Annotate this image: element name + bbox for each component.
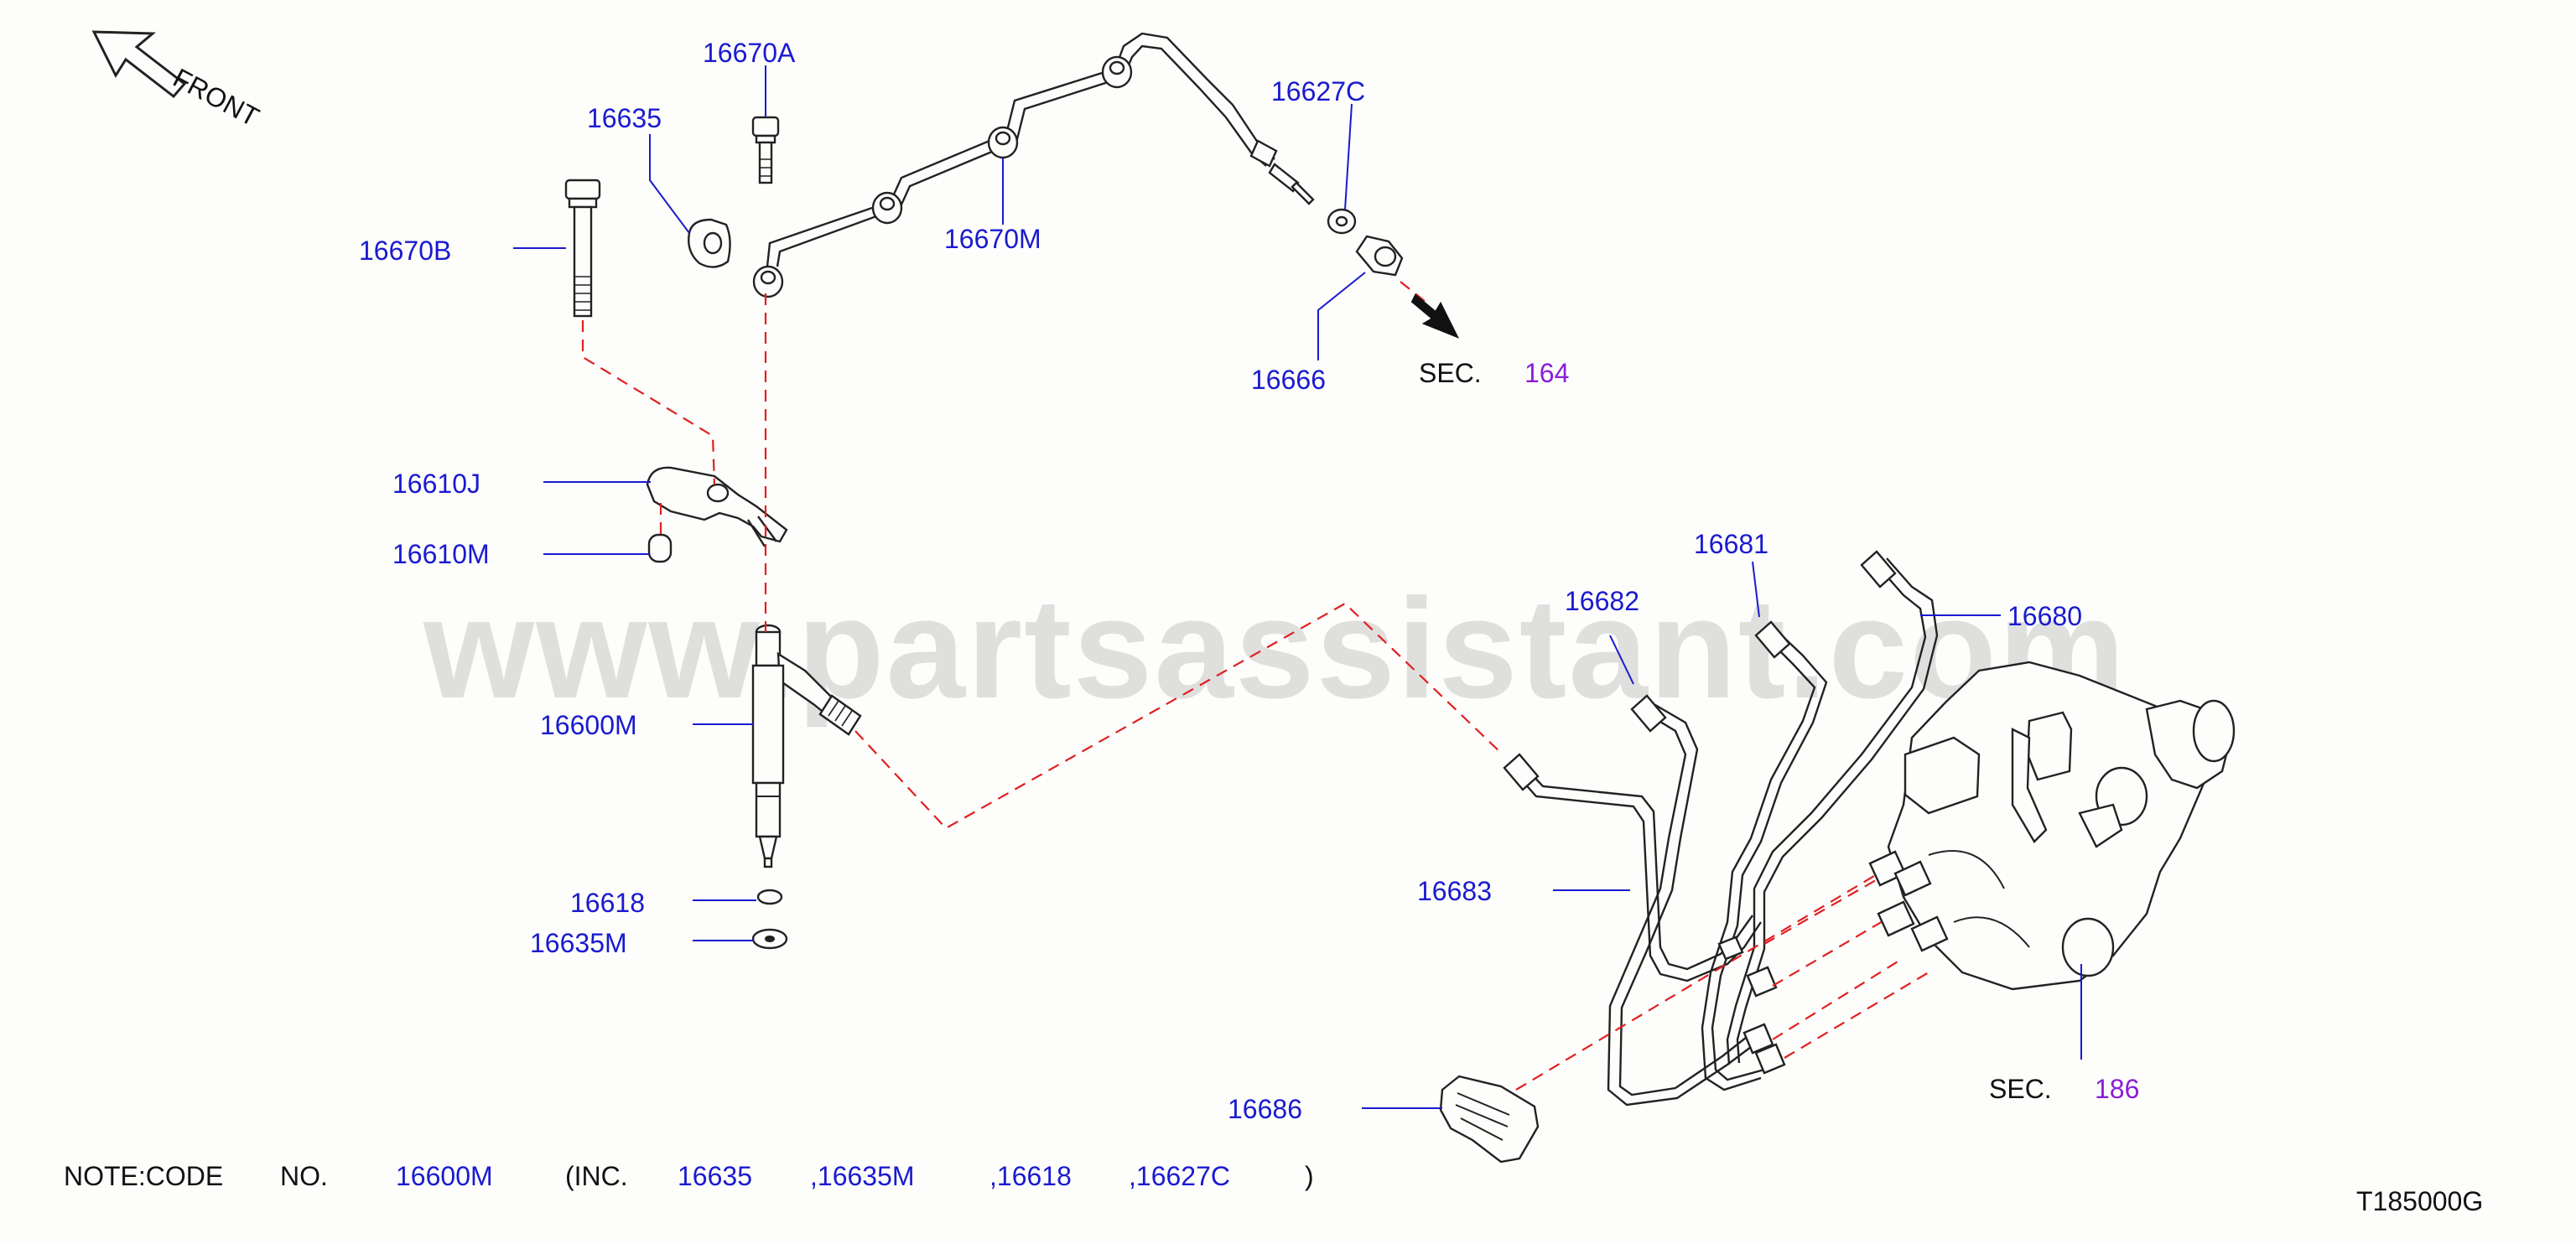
- part-16680-label[interactable]: 16680: [2007, 601, 2082, 631]
- diagram-id: T185000G: [2356, 1186, 2483, 1216]
- part-16681-label[interactable]: 16681: [1694, 529, 1768, 559]
- part-16682-label[interactable]: 16682: [1565, 586, 1639, 616]
- note-item-1[interactable]: 16635: [678, 1161, 752, 1191]
- dashed-line-pump-1: [1763, 876, 1883, 945]
- dashed-line-pump-3: [1772, 958, 1903, 1040]
- dashed-line-sec164: [1400, 281, 1426, 303]
- leader-16635: [649, 134, 690, 234]
- part-16618-label[interactable]: 16618: [570, 888, 645, 918]
- part-16635-label[interactable]: 16635: [587, 103, 662, 133]
- note-item-3[interactable]: ,16618: [989, 1161, 1072, 1191]
- dashed-line-bolt-clamp: [581, 320, 716, 485]
- seal-ring-16618[interactable]: [756, 889, 783, 905]
- sec164-number[interactable]: 164: [1524, 358, 1569, 388]
- front-label: FRONT: [169, 62, 264, 132]
- note-item-4[interactable]: ,16627C: [1129, 1161, 1230, 1191]
- dashed-line-pump-4: [1784, 972, 1929, 1059]
- part-16610j-label[interactable]: 16610J: [392, 469, 480, 499]
- part-16683-label[interactable]: 16683: [1417, 876, 1492, 906]
- spacer-16610m[interactable]: [647, 533, 673, 563]
- part-16666-label[interactable]: 16666: [1251, 365, 1326, 395]
- note-code[interactable]: 16600M: [396, 1161, 493, 1191]
- leader-16627c: [1344, 103, 1353, 210]
- leader-16682: [1609, 635, 1634, 685]
- direction-arrow-icon: [1410, 293, 1460, 339]
- note-item-2[interactable]: ,16635M: [810, 1161, 915, 1191]
- bolt-16670b[interactable]: [564, 179, 601, 318]
- note-no: NO.: [280, 1161, 328, 1191]
- sec186-number[interactable]: 186: [2095, 1074, 2139, 1104]
- spill-tube-16670m[interactable]: [752, 32, 1315, 298]
- leader-16666: [1317, 272, 1366, 360]
- note-line: NOTE:CODE NO. 16600M (INC. 16635 ,16635M…: [64, 1161, 1314, 1191]
- washer-16627c[interactable]: [1327, 208, 1357, 235]
- part-16686-label[interactable]: 16686: [1228, 1094, 1302, 1124]
- dashed-line-injector-pipe: [854, 602, 1504, 830]
- leader-16681: [1752, 561, 1760, 618]
- dashed-line-clamp: [1515, 863, 1896, 1091]
- dashed-line-pump-2: [1772, 911, 1899, 987]
- washer-16635m[interactable]: [751, 928, 788, 950]
- nozzle-clamp-16610j[interactable]: [646, 466, 788, 547]
- part-16670b-label[interactable]: 16670B: [359, 236, 451, 266]
- part-16635m-label[interactable]: 16635M: [530, 928, 627, 958]
- bolt-16670a[interactable]: [751, 116, 780, 184]
- note-prefix: NOTE:CODE: [64, 1161, 223, 1191]
- part-16600m-label[interactable]: 16600M: [540, 710, 637, 740]
- tube-clamp-16686[interactable]: [1439, 1075, 1540, 1164]
- part-16670a-label[interactable]: 16670A: [703, 38, 796, 68]
- sec186-prefix: SEC.: [1989, 1074, 2052, 1104]
- part-16670m-label[interactable]: 16670M: [944, 224, 1041, 254]
- part-16610m-label[interactable]: 16610M: [392, 539, 490, 569]
- front-arrow-icon: [91, 30, 187, 99]
- injection-pump[interactable]: [1868, 661, 2236, 991]
- nut-16666[interactable]: [1355, 235, 1404, 277]
- clamp-16635[interactable]: [688, 218, 731, 268]
- sec164-prefix: SEC.: [1419, 358, 1482, 388]
- part-16627c-label[interactable]: 16627C: [1271, 76, 1365, 106]
- injector-nozzle-16600m[interactable]: [751, 624, 862, 868]
- watermark: www.partsassistant.com: [423, 569, 2127, 728]
- injection-tubes[interactable]: [1503, 550, 1939, 1107]
- note-inc: (INC.: [565, 1161, 628, 1191]
- note-close: ): [1305, 1161, 1314, 1191]
